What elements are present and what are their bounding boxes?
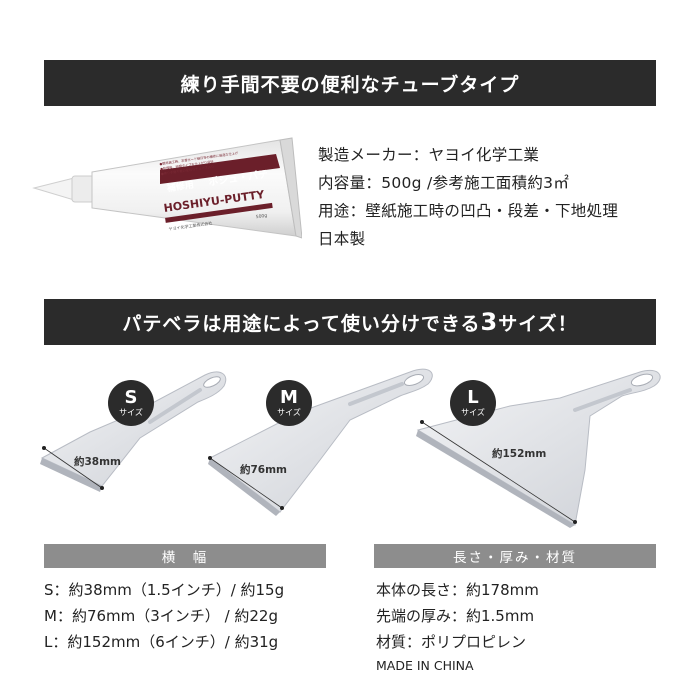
origin-line: 日本製: [318, 230, 366, 248]
tube-badge-text: 補修用: [165, 179, 194, 195]
size-badge-m-sub: サイズ: [277, 408, 301, 417]
size-badge-l-letter: L: [467, 387, 479, 408]
made-in-label: MADE IN CHINA: [376, 658, 474, 673]
spec-line-thickness: 先端の厚み：約1.5mm: [376, 607, 535, 625]
size-badge-s-letter: S: [124, 387, 138, 408]
capacity-line: 内容量：500g /参考施工面積約3㎡: [318, 174, 570, 192]
size-badge-l-sub: サイズ: [461, 408, 485, 417]
width-line-s: S：約38mm（1.5インチ）/ 約15g: [44, 581, 285, 599]
measure-line-s: [42, 446, 104, 490]
size-badge-m: M サイズ: [266, 380, 312, 426]
header-three-sizes-number: 3: [480, 308, 499, 336]
header-three-sizes-suffix: サイズ！: [498, 312, 578, 335]
spec-line-material: 材質：ポリプロピレン: [376, 633, 527, 651]
header-tube-type: 練り手間不要の便利なチューブタイプ: [44, 60, 656, 106]
width-line-m: M：約76mm（3インチ） / 約22g: [44, 607, 278, 625]
spec-line-length: 本体の長さ：約178mm: [376, 581, 539, 599]
spec-section-header-text: 長さ・厚み・材質: [453, 550, 577, 566]
spatula-lineup: S サイズ M サイズ L サイズ 約38mm 約76mm 約152mm: [30, 360, 670, 535]
spatula-m: [208, 368, 433, 516]
size-badge-l: L サイズ: [450, 380, 496, 426]
width-line-l: L：約152mm（6インチ）/ 約31g: [44, 633, 279, 651]
maker-line: 製造メーカー：ヤヨイ化学工業: [318, 146, 540, 164]
spec-section-header: 長さ・厚み・材質: [374, 544, 656, 568]
width-label-m: 約76mm: [240, 464, 287, 476]
header-three-sizes-prefix: パテベラは用途によって使い分けできる: [122, 312, 481, 335]
size-badge-s: S サイズ: [108, 380, 154, 426]
size-badge-s-sub: サイズ: [119, 408, 143, 417]
spatula-drawings: [40, 368, 661, 528]
header-tube-type-text: 練り手間不要の便利なチューブタイプ: [180, 73, 520, 96]
width-section-header-text: 横 幅: [161, 550, 209, 566]
width-label-s: 約38mm: [74, 456, 121, 468]
measure-line-m: [208, 456, 284, 510]
measure-line-l: [420, 420, 577, 524]
usage-line: 用途：壁紙施工時の凹凸・段差・下地処理: [318, 202, 619, 220]
spatula-l: [416, 370, 661, 528]
header-three-sizes: パテベラは用途によって使い分けできる 3 サイズ！: [44, 299, 656, 345]
spatula-s: [40, 371, 227, 492]
size-badge-m-letter: M: [280, 387, 298, 408]
width-label-l: 約152mm: [492, 448, 547, 460]
putty-tube-image: 補修用 ボシュ・パテ HOSHIYU-PUTTY ●壁紙施工時、石膏ボード継目等…: [32, 137, 302, 239]
tube-weight-text: 500g: [255, 213, 267, 221]
width-section-header: 横 幅: [44, 544, 326, 568]
